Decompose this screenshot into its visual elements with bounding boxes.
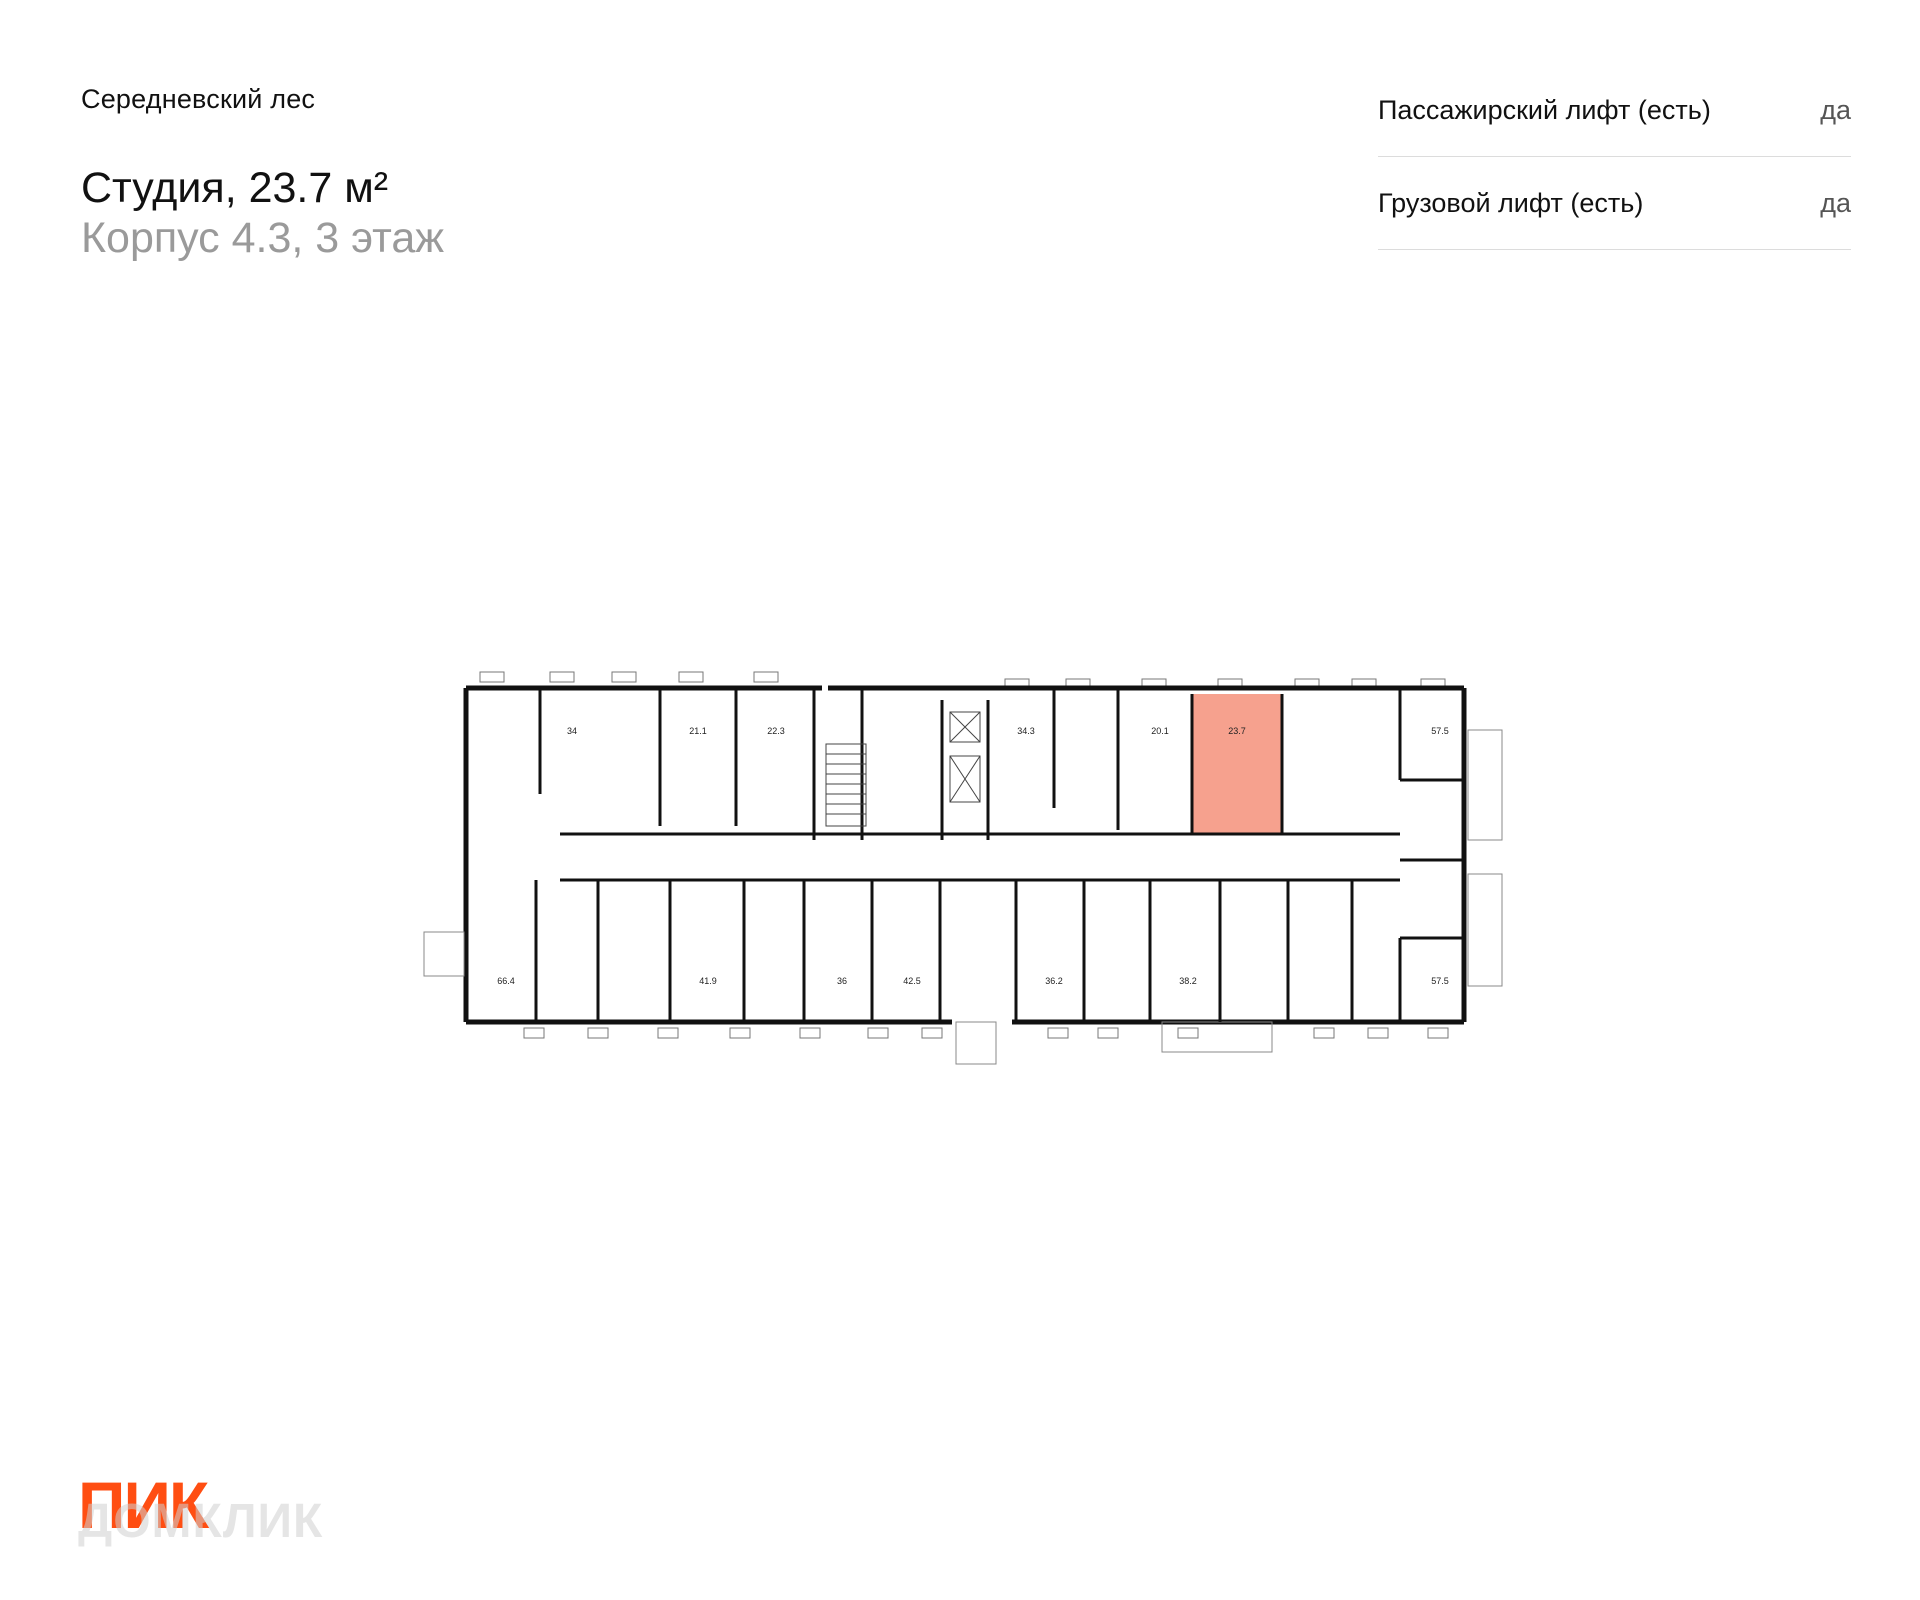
unit-subtitle: Корпус 4.3, 3 этаж [81,214,445,262]
logo-watermark: ДОМКЛИК [78,1495,324,1548]
complex-name: Середневский лес [81,84,316,114]
logo-text: ПИК [78,1468,209,1542]
area-label: 34 [567,726,577,736]
area-label: 57.5 [1431,976,1449,986]
pik-logo: ДОМКЛИК ПИК [78,1468,322,1548]
unit-title: Студия, 23.7 м² [81,164,389,212]
highlighted-apartment[interactable] [1192,694,1282,834]
area-label: 34.3 [1017,726,1035,736]
area-label: 22.3 [767,726,785,736]
feature-passenger-lift: Пассажирский лифт (есть) да [1378,64,1851,157]
stairs-and-lifts [825,711,981,827]
outer-walls [463,685,1467,1025]
area-label: 38.2 [1179,976,1197,986]
area-label: 23.7 [1228,726,1246,736]
bottom-row-area-labels: 66.4 41.9 36 42.5 36.2 38.2 57.5 [497,976,1449,986]
area-label: 21.1 [689,726,707,736]
area-label: 36 [837,976,847,986]
interior-walls [534,688,1462,1022]
feature-value: да [1820,94,1851,125]
header: Середневский лес Студия, 23.7 м² Корпус … [81,84,444,263]
feature-label: Грузовой лифт (есть) [1378,187,1644,218]
feature-label: Пассажирский лифт (есть) [1378,94,1711,125]
feature-value: да [1820,187,1851,218]
balconies [423,729,1503,1065]
area-label: 41.9 [699,976,717,986]
area-label: 66.4 [497,976,515,986]
area-label: 36.2 [1045,976,1063,986]
window-markers-bottom [523,1027,1449,1039]
area-label: 57.5 [1431,726,1449,736]
area-label: 42.5 [903,976,921,986]
top-row-area-labels: 34 21.1 22.3 34.3 20.1 23.7 57.5 [567,726,1449,736]
area-label: 20.1 [1151,726,1169,736]
feature-freight-lift: Грузовой лифт (есть) да [1378,157,1851,250]
features-list: Пассажирский лифт (есть) да Грузовой лиф… [1378,64,1851,250]
